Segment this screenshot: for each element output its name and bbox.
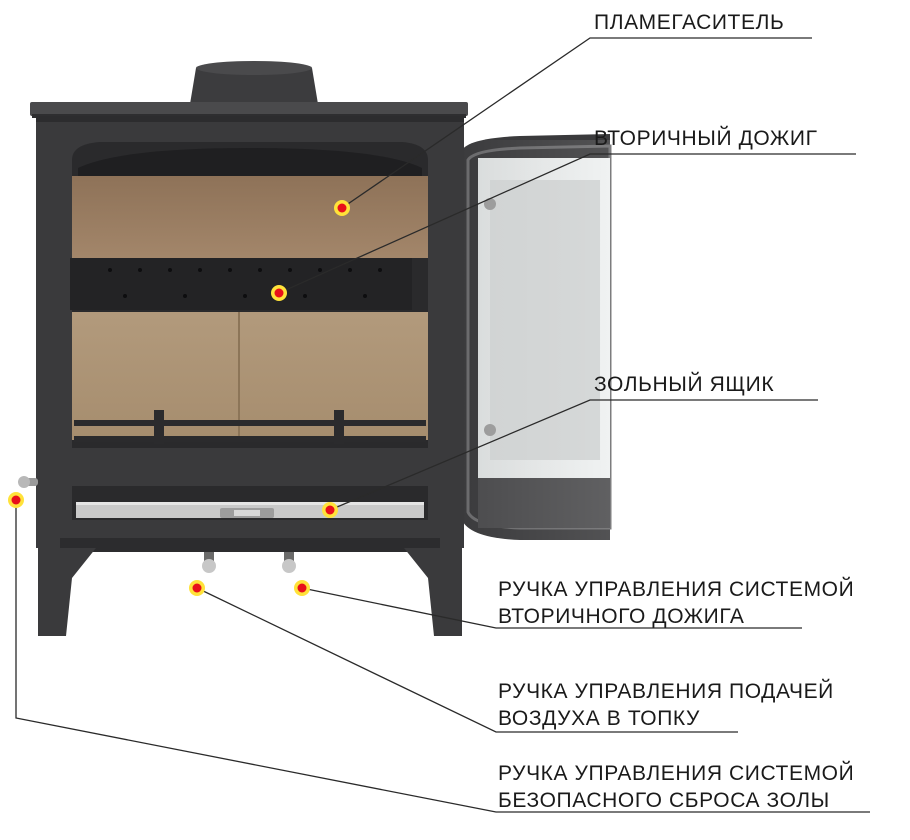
leader-ash-release-control (15, 500, 870, 813)
marker-flame-arrester (334, 200, 350, 216)
label-secondary-burn-control: РУЧКА УПРАВЛЕНИЯ СИСТЕМОЙ ВТОРИЧНОГО ДОЖ… (498, 576, 854, 630)
air-supply-knob (202, 552, 216, 573)
flue-collar (190, 61, 318, 104)
secondary-burn-tube (70, 258, 412, 310)
label-ash-release-control-line-1: РУЧКА УПРАВЛЕНИЯ СИСТЕМОЙ (498, 762, 855, 785)
firebox (70, 142, 428, 448)
markers (8, 200, 350, 596)
label-air-supply-control-line-1: РУЧКА УПРАВЛЕНИЯ ПОДАЧЕЙ (498, 680, 834, 703)
leader-air-supply-control (196, 587, 738, 733)
label-secondary-burn-control-line-2: ВТОРИЧНОГО ДОЖИГА (498, 605, 745, 628)
flame-arrester-baffle (72, 176, 428, 258)
top-plate (30, 102, 468, 116)
label-secondary-burn: ВТОРИЧНЫЙ ДОЖИГ (594, 126, 818, 151)
marker-secondary-burn-control (294, 580, 310, 596)
label-ash-release-control: РУЧКА УПРАВЛЕНИЯ СИСТЕМОЙ БЕЗОПАСНОГО СБ… (498, 760, 854, 814)
leader-ash-box (329, 399, 818, 511)
label-secondary-burn-control-line-1: РУЧКА УПРАВЛЕНИЯ СИСТЕМОЙ (498, 578, 855, 601)
ash-release-knob (18, 476, 38, 488)
marker-air-supply-control (189, 580, 205, 596)
marker-ash-box (322, 502, 338, 518)
leader-secondary-burn (278, 153, 856, 294)
label-flame-arrester: ПЛАМЕГАСИТЕЛЬ (594, 10, 784, 35)
label-flame-arrester-line-1: ПЛАМЕГАСИТЕЛЬ (594, 11, 785, 34)
leader-lines (15, 37, 870, 813)
label-air-supply-control: РУЧКА УПРАВЛЕНИЯ ПОДАЧЕЙ ВОЗДУХА В ТОПКУ (498, 678, 834, 732)
secondary-burn-knob (282, 552, 296, 573)
leader-flame-arrester (341, 37, 812, 209)
label-air-supply-control-line-2: ВОЗДУХА В ТОПКУ (498, 707, 700, 730)
open-door (445, 134, 910, 560)
stove-base (38, 538, 462, 636)
label-ash-release-control-line-2: БЕЗОПАСНОГО СБРОСА ЗОЛЫ (498, 789, 830, 812)
label-ash-box-line-1: ЗОЛЬНЫЙ ЯЩИК (594, 373, 775, 396)
label-ash-box: ЗОЛЬНЫЙ ЯЩИК (594, 372, 774, 397)
label-secondary-burn-line-1: ВТОРИЧНЫЙ ДОЖИГ (594, 127, 818, 150)
leader-secondary-burn-control (301, 587, 802, 629)
marker-secondary-burn (271, 285, 287, 301)
marker-ash-release-control (8, 492, 24, 508)
grate (74, 420, 426, 426)
